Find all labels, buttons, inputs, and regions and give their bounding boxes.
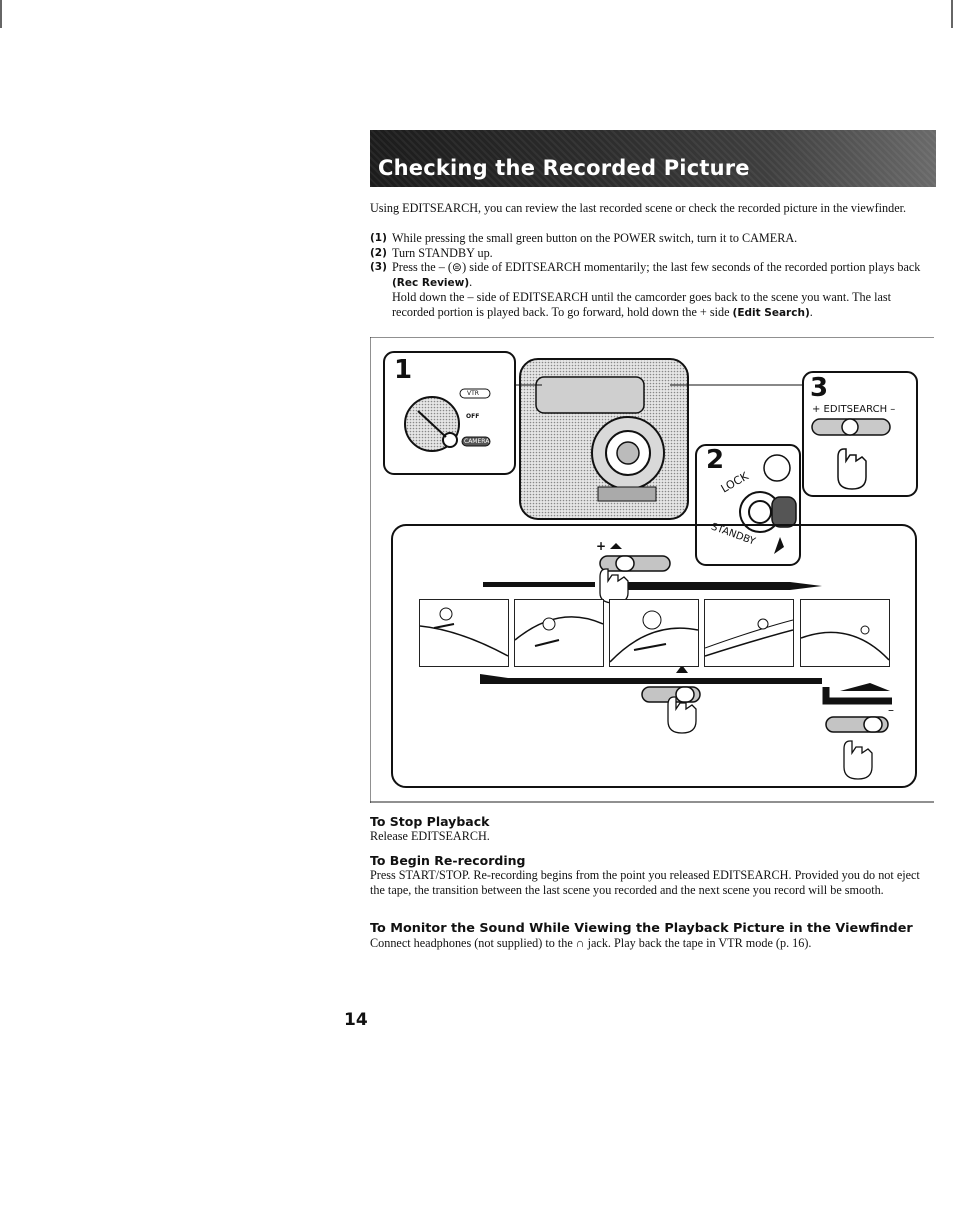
illustration: 1 2 3 VTR OFF CAMERA + EDITSEARCH – LOCK… (370, 337, 934, 803)
page-number: 14 (344, 1010, 368, 1030)
edit-search-term: (Edit Search) (732, 306, 810, 319)
steps-list: (1) While pressing the small green butto… (370, 231, 936, 320)
step-text: While pressing the small green button on… (392, 231, 798, 245)
camera-label: CAMERA (464, 438, 490, 445)
scene-thumbnail (514, 599, 604, 667)
section-stop-playback: To Stop Playback Release EDITSEARCH. (370, 814, 936, 844)
step-text: Turn STANDBY up. (392, 245, 493, 260)
step-3: (3) Press the – (⊜) side of EDITSEARCH m… (370, 260, 936, 320)
crop-mark-right (951, 0, 953, 28)
illustration-svg (370, 337, 934, 803)
step-number: (3) (370, 261, 387, 273)
scene-thumbnail (800, 599, 890, 667)
step-1: (1) While pressing the small green butto… (370, 231, 936, 246)
step-1-number: 1 (394, 355, 413, 385)
scene-thumbnail (419, 599, 509, 667)
section-heading: To Monitor the Sound While Viewing the P… (370, 921, 913, 936)
step-text-end: . (469, 274, 473, 289)
step-number: (1) (370, 232, 387, 244)
step-2: (2) Turn STANDBY up. (370, 246, 936, 261)
section-text: Connect headphones (not supplied) to the… (370, 936, 812, 950)
step-text-end-2: . (809, 304, 813, 319)
section-text: Press START/STOP. Re-recording begins fr… (370, 868, 920, 897)
section-re-recording: To Begin Re-recording Press START/STOP. … (370, 853, 936, 897)
section-monitor-sound: To Monitor the Sound While Viewing the P… (370, 921, 936, 951)
minus-label: – (888, 703, 894, 717)
section-heading: To Stop Playback (370, 814, 490, 829)
step-2-number: 2 (706, 445, 725, 475)
intro-paragraph: Using EDITSEARCH, you can review the las… (370, 201, 907, 215)
page-title: Checking the Recorded Picture (378, 156, 750, 180)
step-text: Press the – (⊜) side of EDITSEARCH momen… (392, 260, 921, 274)
rec-review-term: (Rec Review) (392, 276, 470, 289)
step-text-continued: Hold down the – side of EDITSEARCH until… (392, 290, 892, 319)
plus-label: + (596, 539, 607, 553)
step-3-number: 3 (810, 373, 829, 403)
section-banner: Checking the Recorded Picture (370, 130, 936, 187)
scene-thumbnail (704, 599, 794, 667)
scene-thumbnail (609, 599, 699, 667)
step-number: (2) (370, 246, 387, 259)
vtr-label: VTR (467, 390, 479, 397)
off-label: OFF (466, 413, 480, 420)
section-text: Release EDITSEARCH. (370, 829, 490, 843)
section-heading: To Begin Re-recording (370, 853, 526, 868)
editsearch-label: + EDITSEARCH – (812, 404, 896, 415)
crop-mark-left (0, 0, 2, 28)
